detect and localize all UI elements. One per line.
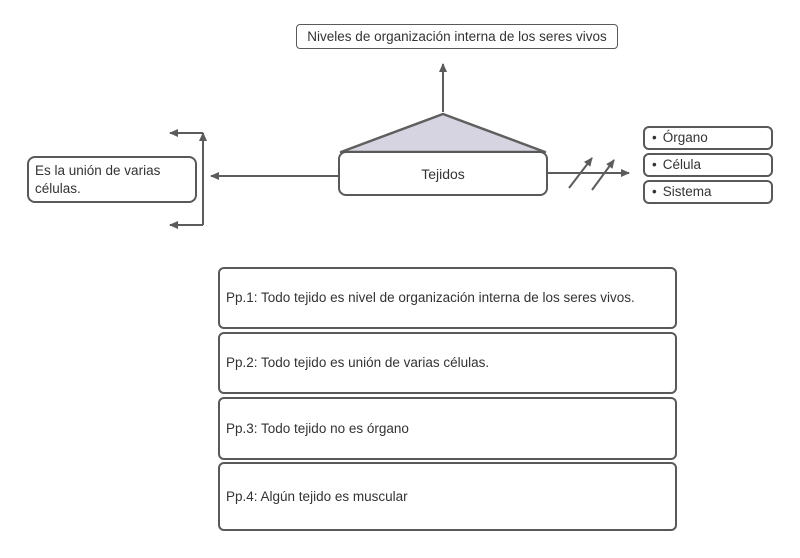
definition-box: Es la unión de varias células. — [27, 156, 197, 203]
premise-box-3: Pp.3: Todo tejido no es órgano — [218, 397, 677, 460]
bullet-icon: • — [652, 157, 657, 172]
title-box: Niveles de organización interna de los s… — [296, 24, 618, 49]
list-item-sistema: • Sistema — [643, 180, 773, 204]
tejidos-label: Tejidos — [421, 165, 465, 182]
list-item-celula: • Célula — [643, 153, 773, 177]
tejidos-box: Tejidos — [338, 151, 548, 196]
premise-box-1: Pp.1: Todo tejido es nivel de organizaci… — [218, 267, 677, 329]
premise-box-2: Pp.2: Todo tejido es unión de varias cél… — [218, 332, 677, 394]
premise-1-text: Pp.1: Todo tejido es nivel de organizaci… — [226, 290, 635, 305]
diagonal-slash-arrow-1 — [568, 157, 593, 189]
list-item-organo-label: Órgano — [662, 130, 708, 145]
premise-4-text: Pp.4: Algún tejido es muscular — [226, 488, 408, 504]
diagonal-slash-arrow-2 — [591, 159, 615, 191]
triangle-roof-shape — [339, 112, 547, 154]
title-text: Niveles de organización interna de los s… — [307, 28, 607, 44]
list-item-sistema-label: Sistema — [662, 184, 712, 199]
bullet-icon: • — [652, 130, 657, 145]
premise-box-4: Pp.4: Algún tejido es muscular — [218, 462, 677, 531]
definition-text: Es la unión de varias células. — [35, 162, 161, 196]
list-item-organo: • Órgano — [643, 126, 773, 150]
bullet-icon: • — [652, 184, 657, 199]
list-item-celula-label: Célula — [662, 157, 702, 172]
premise-2-text: Pp.2: Todo tejido es unión de varias cél… — [226, 355, 490, 370]
premise-3-text: Pp.3: Todo tejido no es órgano — [226, 420, 409, 436]
